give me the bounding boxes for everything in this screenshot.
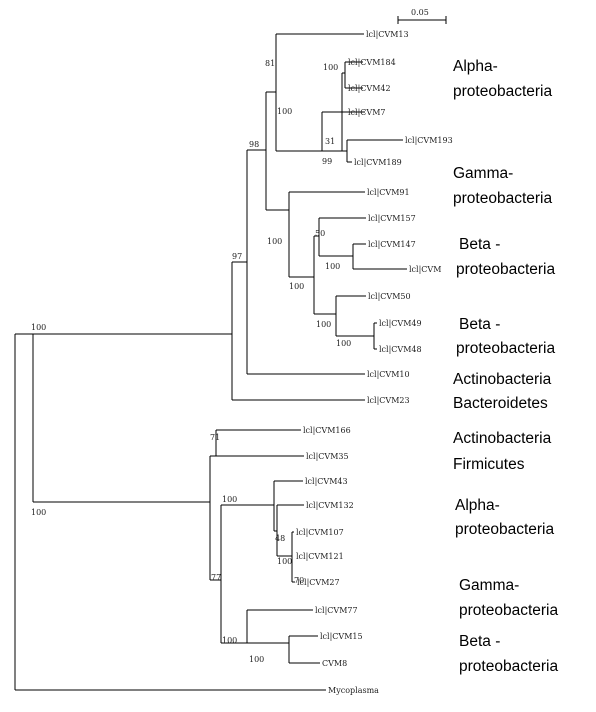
leaf-label-cvm184: lcl|CVM184 [348, 58, 396, 67]
bootstrap-value: 100 [323, 63, 338, 72]
leaf-label-cvm48: lcl|CVM48 [379, 345, 422, 354]
bootstrap-value: 100 [289, 282, 304, 291]
leaf-label-cvm8: CVM8 [322, 659, 347, 668]
group-label: proteobacteria [453, 190, 552, 207]
group-label: proteobacteria [453, 83, 552, 100]
bootstrap-value: 71 [210, 433, 220, 442]
leaf-label-cvm-truncated: lcl|CVM [409, 265, 441, 274]
bootstrap-value: 81 [265, 59, 275, 68]
leaf-label-cvm49: lcl|CVM49 [379, 319, 422, 328]
bootstrap-value: 31 [325, 137, 335, 146]
bootstrap-value: 100 [316, 320, 331, 329]
bootstrap-value: 100 [31, 508, 46, 517]
bootstrap-value: 100 [277, 557, 292, 566]
bootstrap-value: 70 [294, 576, 304, 585]
group-label: proteobacteria [459, 602, 558, 619]
bootstrap-values: 100 97 100 98 81 100 100 31 99 100 50 10… [31, 59, 351, 664]
tree-branches [14, 33, 407, 691]
bootstrap-value: 97 [232, 252, 242, 261]
group-label: Alpha- [455, 497, 500, 514]
group-label: Beta - [459, 316, 500, 333]
leaf-label-cvm157: lcl|CVM157 [368, 214, 416, 223]
leaf-label-cvm132: lcl|CVM132 [306, 501, 354, 510]
bootstrap-value: 100 [325, 262, 340, 271]
bootstrap-value: 100 [267, 237, 282, 246]
bootstrap-value: 99 [322, 157, 332, 166]
group-label: Actinobacteria [453, 371, 552, 388]
bootstrap-value: 100 [222, 636, 237, 645]
leaf-label-cvm107: lcl|CVM107 [296, 528, 344, 537]
leaf-label-cvm166: lcl|CVM166 [303, 426, 351, 435]
group-label: Bacteroidetes [453, 395, 548, 412]
leaf-label-cvm50: lcl|CVM50 [368, 292, 411, 301]
leaf-label-cvm121: lcl|CVM121 [296, 552, 344, 561]
leaf-label-cvm43: lcl|CVM43 [305, 477, 348, 486]
leaf-label-cvm42: lcl|CVM42 [348, 84, 391, 93]
bootstrap-value: 100 [336, 339, 351, 348]
leaf-label-cvm27: lcl|CVM27 [297, 578, 340, 587]
leaf-label-cvm91: lcl|CVM91 [367, 188, 410, 197]
leaf-label-cvm7: lcl|CVM7 [348, 108, 385, 117]
group-label: proteobacteria [456, 340, 555, 357]
bootstrap-value: 48 [275, 534, 285, 543]
group-label: proteobacteria [456, 261, 555, 278]
leaf-label-cvm147: lcl|CVM147 [368, 240, 416, 249]
bootstrap-value: 100 [222, 495, 237, 504]
leaf-label-cvm23: lcl|CVM23 [367, 396, 410, 405]
group-label: Alpha- [453, 58, 498, 75]
taxonomic-group-labels: Alpha- proteobacteria Gamma- proteobacte… [453, 58, 558, 675]
group-label: Firmicutes [453, 456, 525, 473]
leaf-label-mycoplasma: Mycoplasma [328, 686, 379, 695]
scale-bar-label: 0.05 [411, 8, 429, 17]
bootstrap-value: 100 [277, 107, 292, 116]
leaf-labels: lcl|CVM13 lcl|CVM184 lcl|CVM42 lcl|CVM7 … [296, 30, 453, 695]
group-label: Gamma- [459, 577, 519, 594]
bootstrap-value: 98 [249, 140, 259, 149]
group-label: Gamma- [453, 165, 513, 182]
group-label: Actinobacteria [453, 430, 552, 447]
leaf-label-cvm193: lcl|CVM193 [405, 136, 453, 145]
leaf-label-cvm10: lcl|CVM10 [367, 370, 410, 379]
bootstrap-value: 100 [249, 655, 264, 664]
leaf-label-cvm189: lcl|CVM189 [354, 158, 402, 167]
scale-bar: 0.05 [397, 8, 447, 24]
leaf-label-cvm15: lcl|CVM15 [320, 632, 363, 641]
group-label: Beta - [459, 236, 500, 253]
group-label: proteobacteria [459, 658, 558, 675]
leaf-label-cvm13: lcl|CVM13 [366, 30, 409, 39]
bootstrap-value: 100 [31, 323, 46, 332]
group-label: proteobacteria [455, 521, 554, 538]
bootstrap-value: 77 [211, 573, 221, 582]
bootstrap-value: 50 [315, 229, 325, 238]
leaf-label-cvm77: lcl|CVM77 [315, 606, 358, 615]
group-label: Beta - [459, 633, 500, 650]
leaf-label-cvm35: lcl|CVM35 [306, 452, 349, 461]
